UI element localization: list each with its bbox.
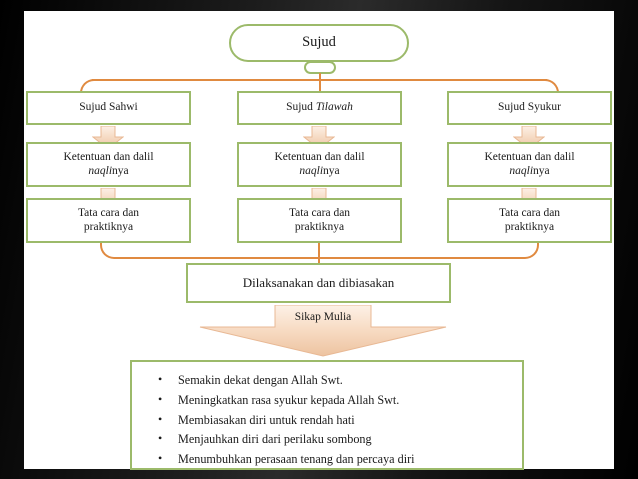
node-dilaksanakan: Dilaksanakan dan dibiasakan	[186, 263, 451, 303]
node-dilaksanakan-label: Dilaksanakan dan dibiasakan	[242, 275, 395, 291]
outcome-list: Semakin dekat dengan Allah Swt. Meningka…	[132, 362, 522, 470]
list-item: Membiasakan diri untuk rendah hati	[158, 410, 522, 431]
node-branch-syukur-label: Sujud Syukur	[498, 101, 561, 114]
list-item: Menjauhkan diri dari perilaku sombong	[158, 429, 522, 450]
node-root-sujud: Sujud	[229, 24, 409, 62]
node-branch-syukur: Sujud Syukur	[447, 91, 612, 125]
slide-canvas: Sujud Sujud Sahwi Sujud Tilawah Sujud Sy…	[24, 11, 614, 470]
node-branch-tilawah: Sujud Tilawah	[237, 91, 402, 125]
big-arrow-label: Sikap Mulia	[294, 311, 352, 323]
list-item: Semakin dekat dengan Allah Swt.	[158, 370, 522, 391]
node-branch-tilawah-label: Sujud Tilawah	[286, 101, 353, 114]
merge-connector-vertical-center	[318, 243, 320, 265]
node-branch-sahwi: Sujud Sahwi	[26, 91, 191, 125]
branch-connector-vertical-center	[319, 73, 321, 91]
list-item: Meningkatkan rasa syukur kepada Allah Sw…	[158, 390, 522, 411]
merge-elbow-left	[100, 243, 116, 259]
branch-elbow-left	[80, 79, 94, 95]
list-item: Menumbuhkan perasaan tenang dan percaya …	[158, 449, 522, 470]
merge-elbow-right	[523, 243, 539, 259]
big-down-arrow-sikap-mulia: Sikap Mulia	[199, 305, 447, 357]
branch-connector-horizontal	[92, 79, 547, 81]
outcome-box: Semakin dekat dengan Allah Swt. Meningka…	[130, 360, 524, 470]
node-root-label: Sujud	[302, 34, 336, 51]
node-branch-sahwi-label: Sujud Sahwi	[79, 101, 138, 114]
branch-elbow-right	[545, 79, 559, 95]
